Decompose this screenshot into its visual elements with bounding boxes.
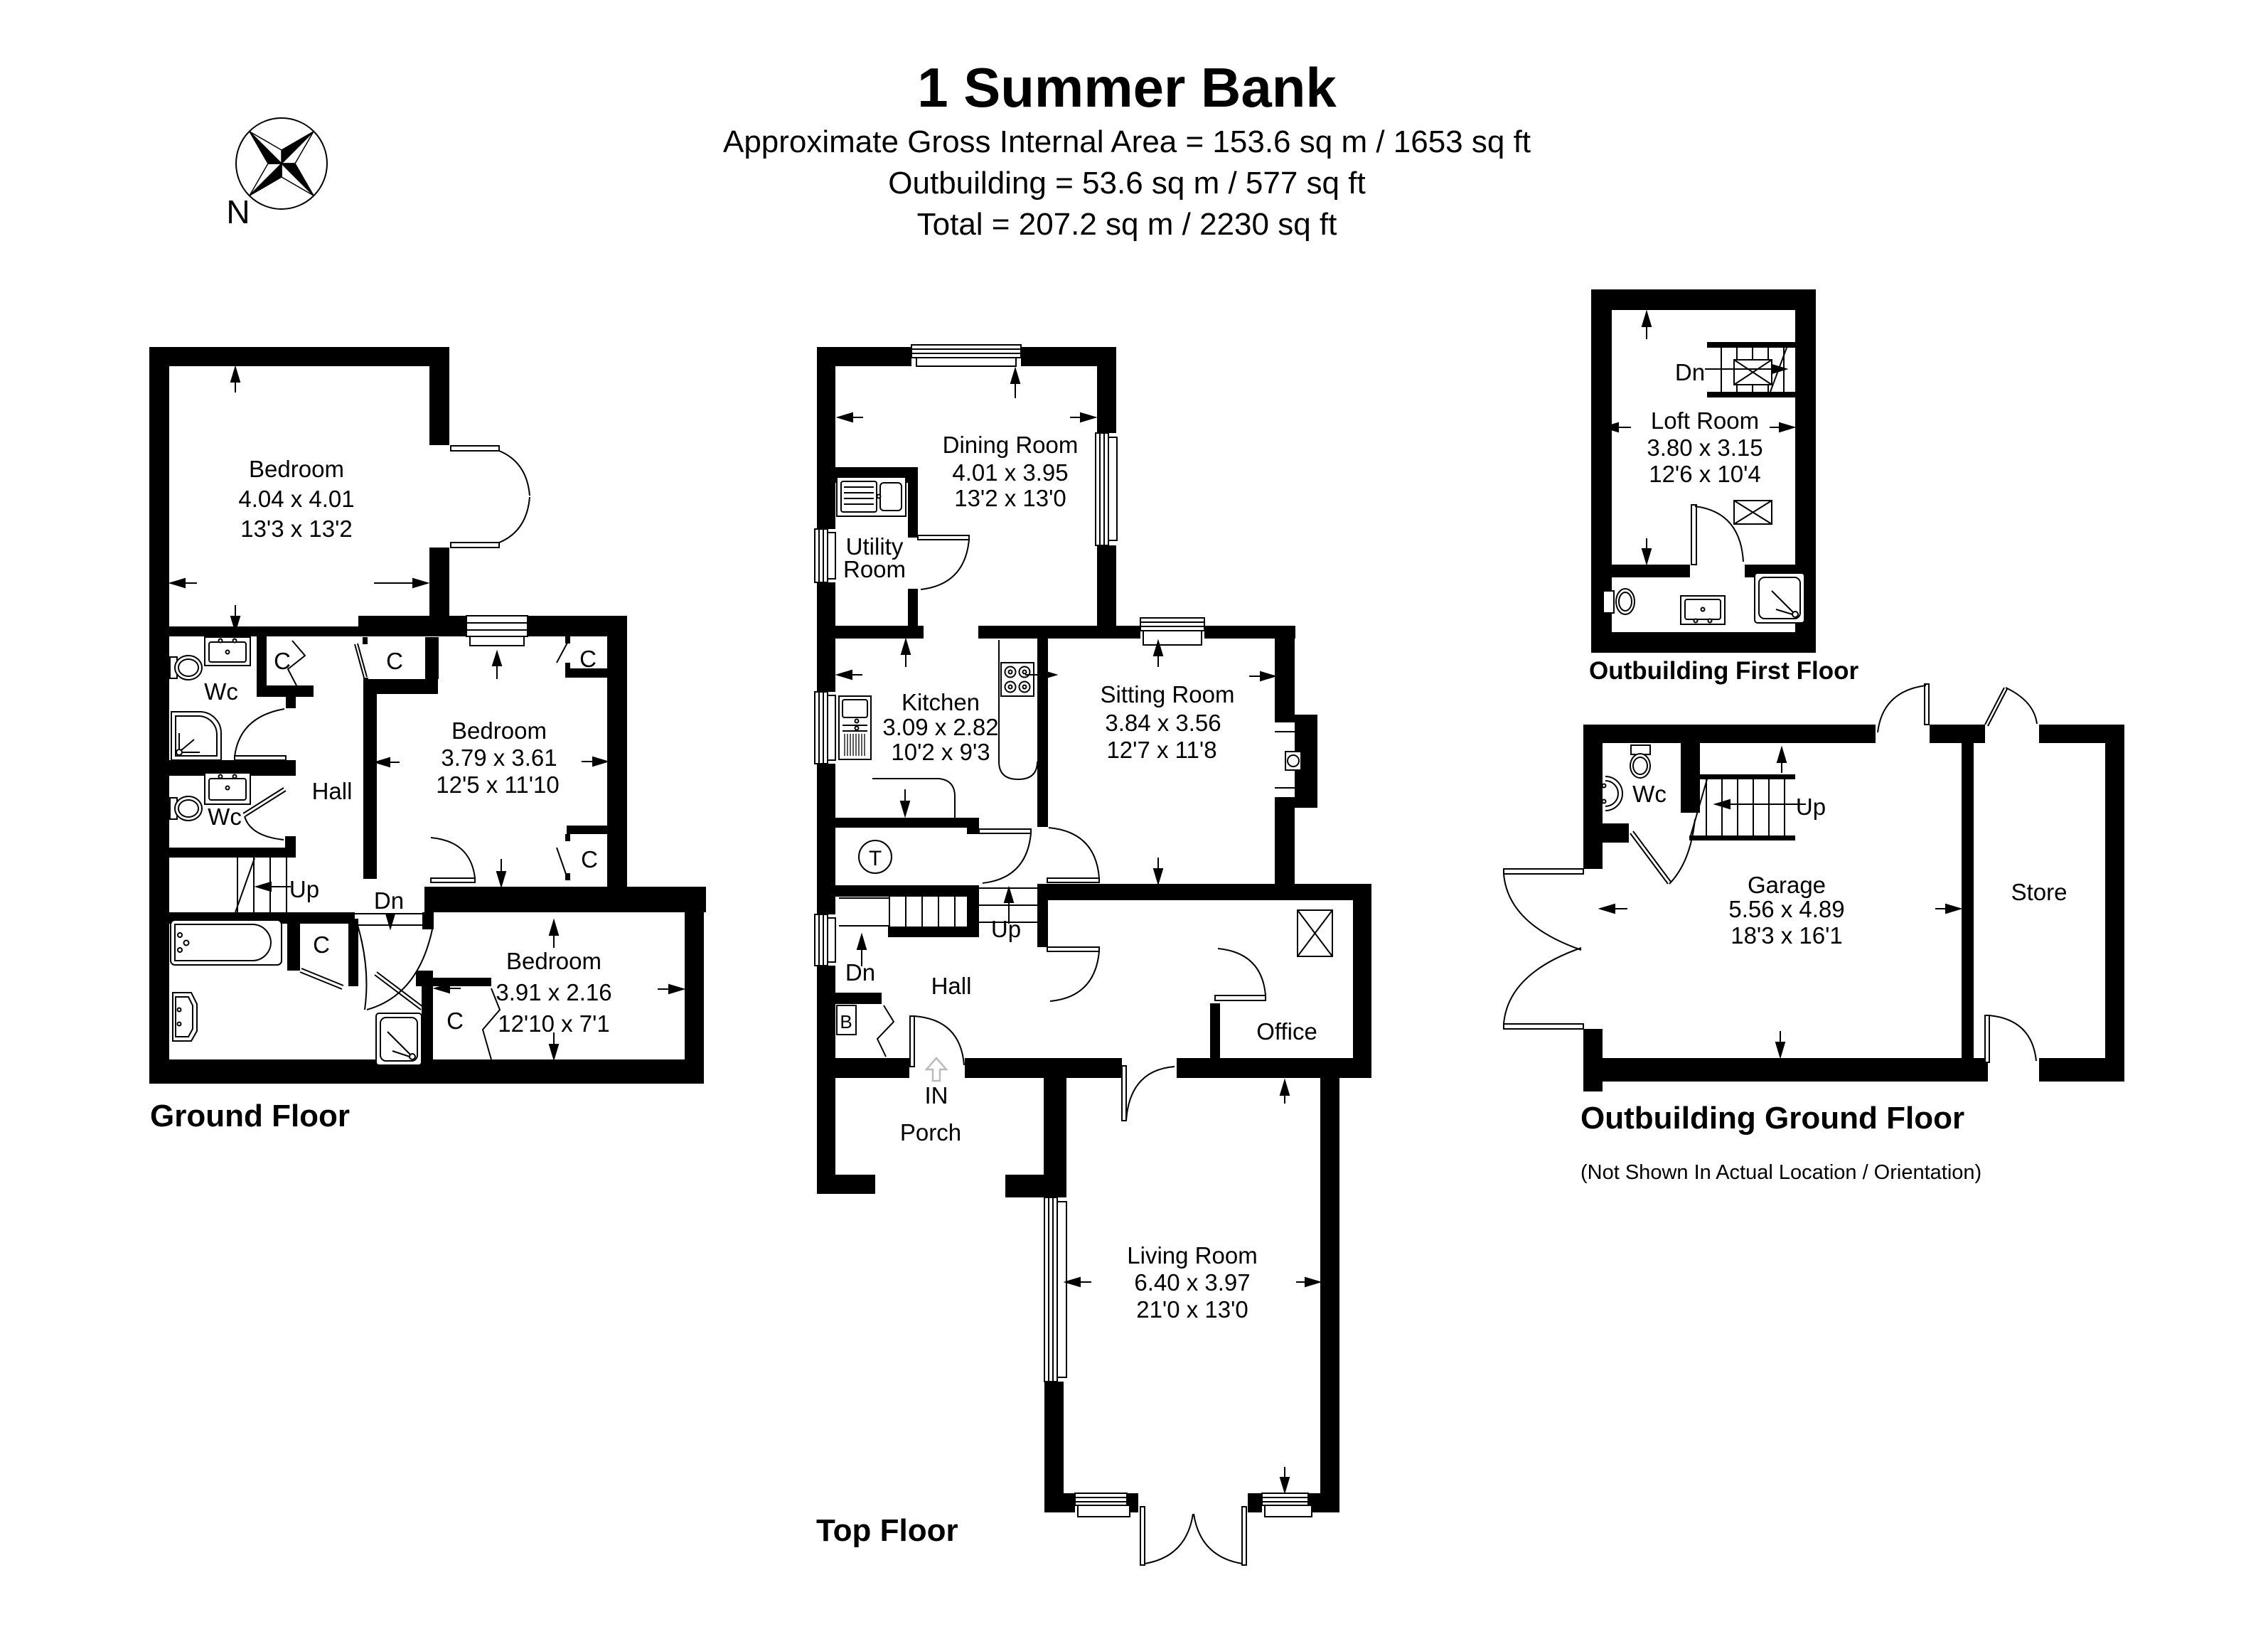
svg-text:Total = 207.2 sq m / 2230 sq f: Total = 207.2 sq m / 2230 sq ft [917,207,1337,242]
svg-text:C: C [313,931,330,958]
svg-text:Hall: Hall [312,778,353,804]
svg-text:3.79 x 3.61: 3.79 x 3.61 [441,744,557,771]
svg-text:Living Room: Living Room [1127,1242,1257,1269]
svg-text:T: T [869,847,882,870]
svg-text:5.56 x 4.89: 5.56 x 4.89 [1728,896,1844,922]
svg-text:Utility: Utility [846,533,904,560]
svg-text:Bedroom: Bedroom [506,948,601,974]
svg-text:Wc: Wc [1632,781,1667,807]
svg-text:Porch: Porch [900,1119,961,1146]
svg-text:Wc: Wc [204,678,238,705]
svg-text:Room: Room [843,556,906,582]
svg-text:Dining Room: Dining Room [943,432,1079,458]
svg-text:18'3 x 16'1: 18'3 x 16'1 [1731,922,1843,949]
svg-text:Up: Up [991,916,1021,942]
svg-text:13'3 x 13'2: 13'3 x 13'2 [240,516,353,542]
svg-text:Bedroom: Bedroom [451,717,547,744]
svg-text:Up: Up [289,876,319,902]
svg-text:IN: IN [925,1082,948,1109]
svg-text:4.04 x 4.01: 4.04 x 4.01 [238,486,354,512]
svg-text:(Not Shown In Actual Location: (Not Shown In Actual Location / Orientat… [1580,1161,1981,1184]
svg-text:B: B [840,1011,852,1032]
svg-text:Ground Floor: Ground Floor [150,1099,350,1133]
svg-text:21'0 x 13'0: 21'0 x 13'0 [1136,1296,1248,1323]
svg-text:Sitting Room: Sitting Room [1101,681,1235,708]
svg-text:Store: Store [2011,879,2068,905]
svg-text:6.40 x 3.97: 6.40 x 3.97 [1134,1269,1250,1296]
svg-text:Dn: Dn [1675,359,1705,385]
svg-text:12'5 x 11'10: 12'5 x 11'10 [436,772,559,798]
svg-text:Top Floor: Top Floor [816,1513,958,1548]
svg-text:C: C [274,648,291,674]
svg-text:Loft Room: Loft Room [1651,407,1759,434]
svg-text:C: C [579,646,597,672]
svg-text:C: C [386,648,403,674]
svg-text:12'7 x 11'8: 12'7 x 11'8 [1106,737,1216,763]
svg-text:Outbuilding = 53.6 sq m / 577: Outbuilding = 53.6 sq m / 577 sq ft [888,166,1365,201]
svg-text:10'2 x 9'3: 10'2 x 9'3 [891,739,990,765]
svg-text:Outbuilding First Floor: Outbuilding First Floor [1589,657,1858,685]
svg-text:Garage: Garage [1748,872,1826,898]
svg-text:C: C [581,846,598,872]
svg-text:Outbuilding Ground Floor: Outbuilding Ground Floor [1580,1101,1964,1136]
svg-text:Up: Up [1796,794,1826,820]
svg-text:Kitchen: Kitchen [902,689,980,715]
svg-text:3.91 x 2.16: 3.91 x 2.16 [496,979,611,1005]
svg-text:Dn: Dn [845,959,875,986]
svg-text:3.84 x 3.56: 3.84 x 3.56 [1105,710,1221,736]
svg-text:1 Summer Bank: 1 Summer Bank [917,56,1337,119]
svg-text:12'6 x 10'4: 12'6 x 10'4 [1649,461,1761,487]
svg-text:Dn: Dn [374,887,404,914]
svg-text:Hall: Hall [931,973,972,999]
svg-text:4.01 x 3.95: 4.01 x 3.95 [952,459,1068,486]
svg-text:3.80 x 3.15: 3.80 x 3.15 [1647,434,1762,461]
svg-text:N: N [226,193,250,230]
svg-text:12'10 x 7'1: 12'10 x 7'1 [498,1010,610,1037]
svg-text:Wc: Wc [208,804,242,830]
svg-text:C: C [446,1008,464,1034]
svg-text:13'2 x 13'0: 13'2 x 13'0 [954,485,1066,511]
svg-text:Bedroom: Bedroom [249,456,344,482]
svg-text:3.09 x 2.82: 3.09 x 2.82 [882,714,998,740]
svg-text:Approximate Gross Internal Are: Approximate Gross Internal Area = 153.6 … [723,124,1531,159]
svg-text:Office: Office [1256,1018,1317,1045]
